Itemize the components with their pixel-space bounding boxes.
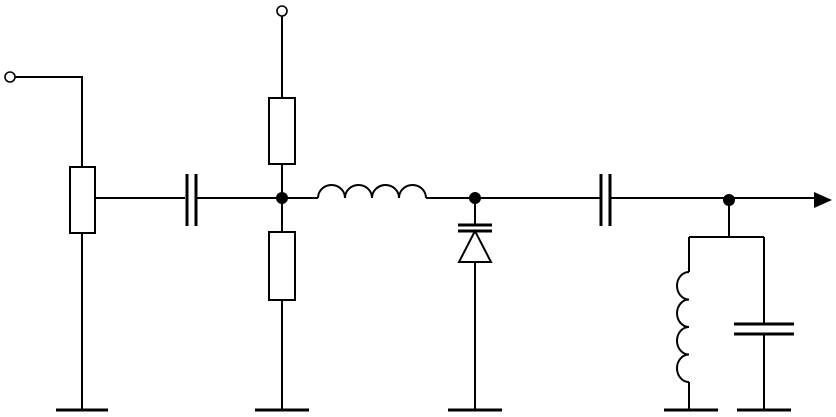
series-inductor	[282, 184, 600, 199]
bias-resistor-bottom	[268, 231, 296, 410]
input-terminal	[4, 71, 83, 167]
tank-inductor	[676, 237, 690, 410]
coupling-capacitor-1	[185, 174, 282, 226]
tank-capacitor	[734, 237, 794, 410]
tank-bus	[689, 200, 764, 238]
output-arrow	[814, 192, 832, 208]
potentiometer	[69, 166, 185, 410]
bias-resistor-top	[268, 97, 296, 232]
coupling-capacitor-2	[599, 174, 818, 226]
supply-terminal	[276, 5, 288, 98]
varactor-diode	[457, 198, 493, 410]
